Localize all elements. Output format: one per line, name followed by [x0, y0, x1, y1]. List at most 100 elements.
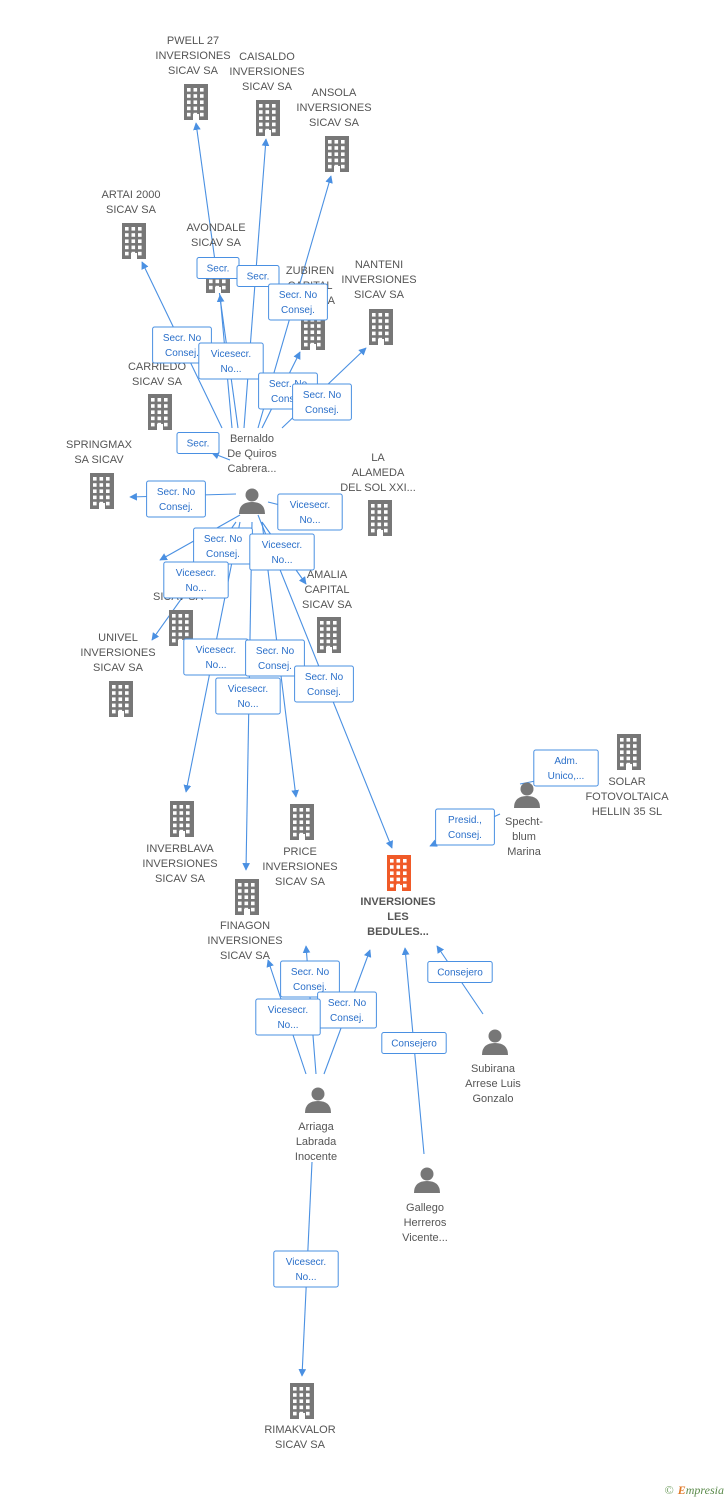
- copyright-symbol: ©: [664, 1483, 674, 1497]
- edge-label-box: [294, 665, 354, 703]
- node-label: SICAV SA: [168, 65, 219, 77]
- edge-label-bernaldo-amalia[interactable]: Vicesecr.No...: [249, 533, 315, 571]
- edge-label-text: Secr.: [207, 264, 230, 275]
- edge-label-gallego-bedules[interactable]: Consejero: [381, 1032, 447, 1054]
- node-label: Subirana: [471, 1063, 516, 1075]
- brand-initial: E: [677, 1483, 686, 1497]
- node-label: CAISALDO: [239, 51, 295, 63]
- node-label: Arriaga: [298, 1121, 334, 1133]
- edge-label-text: Consej.: [281, 305, 315, 316]
- building-icon: [325, 136, 349, 172]
- node-label: SICAV SA: [155, 873, 206, 885]
- edge-label-bernaldo-avondale[interactable]: Vicesecr.No...: [198, 342, 264, 380]
- edge-label-text: Consej.: [159, 502, 193, 513]
- edge-label-box: [273, 1250, 339, 1288]
- edge-label-bernaldo-univel[interactable]: Vicesecr.No...: [163, 561, 229, 599]
- edge-label-text: Secr. No: [305, 672, 344, 683]
- edge-label-arriaga-finagon[interactable]: Vicesecr.No...: [255, 998, 321, 1036]
- edge-label-specht-bedules[interactable]: Presid.,Consej.: [435, 808, 495, 846]
- building-icon: [256, 100, 280, 136]
- copyright-footer: ©Empresia: [665, 1483, 724, 1498]
- edge-label-text: Consej.: [307, 687, 341, 698]
- edge-label-bernaldo-carriedo[interactable]: Secr.: [176, 432, 220, 454]
- node-label: ANSOLA: [312, 87, 357, 99]
- edge-label-bernaldo-inverblava[interactable]: Vicesecr.No...: [183, 638, 249, 676]
- edge-label-text: Secr.: [187, 439, 210, 450]
- node-label: Specht-: [505, 816, 543, 828]
- node-label: HELLIN 35 SL: [592, 806, 662, 818]
- node-label: Gallego: [406, 1202, 444, 1214]
- edge-label-box: [292, 383, 352, 421]
- node-label: SICAV SA: [220, 950, 271, 962]
- edge-label-bernaldo-caisaldo[interactable]: Secr.: [236, 265, 280, 287]
- edge-label-subirana-bedules[interactable]: Consejero: [427, 961, 493, 983]
- edge-label-text: Unico,...: [548, 771, 585, 782]
- node-label: DEL SOL XXI...: [340, 482, 416, 494]
- node-gallego[interactable]: GallegoHerrerosVicente...: [402, 1167, 448, 1245]
- edge-label-text: Secr. No: [279, 290, 318, 301]
- edge-label-specht-solar[interactable]: Adm.Unico,...: [533, 749, 599, 787]
- node-label: SICAV SA: [93, 662, 144, 674]
- building-icon: [122, 223, 146, 259]
- node-label: INVERSIONES: [142, 858, 217, 870]
- edge-label-bernaldo-alameda[interactable]: Vicesecr.No...: [277, 493, 343, 531]
- empresia-logo[interactable]: Empresia: [678, 1483, 724, 1497]
- node-label: Labrada: [296, 1136, 337, 1148]
- node-label: Vicente...: [402, 1232, 448, 1244]
- node-label: ALAMEDA: [352, 467, 405, 479]
- edge-label-text: Secr. No: [163, 333, 202, 344]
- edge-label-arriaga-rimakvalor[interactable]: Vicesecr.No...: [273, 1250, 339, 1288]
- node-bedules[interactable]: INVERSIONESLESBEDULES...: [360, 855, 436, 938]
- node-label: INVERSIONES: [80, 647, 155, 659]
- node-label: SPRINGMAX: [66, 439, 133, 451]
- node-label: PWELL 27: [167, 35, 219, 47]
- person-icon: [239, 488, 265, 514]
- edge-label-bernaldo-bedules[interactable]: Secr. No Consej.: [294, 665, 354, 703]
- node-label: Marina: [507, 846, 542, 858]
- node-label: ZUBIREN: [286, 265, 334, 277]
- edge-label-text: No...: [205, 660, 226, 671]
- edge-label-box: [255, 998, 321, 1036]
- node-label: BEDULES...: [367, 926, 429, 938]
- node-label: INVERSIONES: [229, 66, 304, 78]
- edge-label-text: Vicesecr.: [262, 540, 302, 551]
- edge-label-text: Secr. No: [303, 390, 342, 401]
- edge-label-bernaldo-pwell[interactable]: Secr.: [196, 257, 240, 279]
- edge-label-text: No...: [295, 1272, 316, 1283]
- building-icon: [90, 473, 114, 509]
- edge-label-bernaldo-finagon[interactable]: Vicesecr.No...: [215, 677, 281, 715]
- edge-label-box: [277, 493, 343, 531]
- edge-label-text: Consejero: [437, 968, 483, 979]
- edge-label-bernaldo-ansola[interactable]: Secr. No Consej.: [268, 283, 328, 321]
- edge-label-text: Vicesecr.: [176, 568, 216, 579]
- node-label: SICAV SA: [302, 599, 353, 611]
- brand-rest: mpresia: [685, 1483, 724, 1497]
- edge-label-box: [236, 265, 280, 287]
